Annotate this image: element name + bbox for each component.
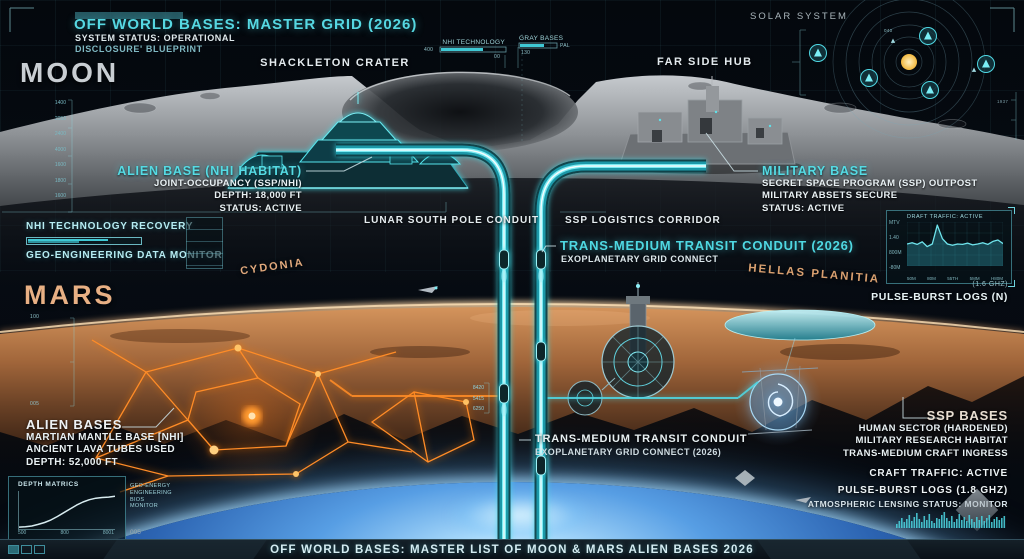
nhi-widget-value1: 400 (424, 47, 434, 53)
solar-tick: 040 (884, 28, 893, 33)
mars-alien-bases-title: ALIEN BASES (26, 417, 123, 432)
pulse-waveform (896, 512, 1006, 528)
system-status: SYSTEM STATUS: OPERATIONAL (75, 33, 236, 43)
transit-pods (499, 249, 546, 476)
nhi-widget-value2: 00 (494, 54, 501, 60)
gray-widget-value1: 130 (521, 50, 531, 56)
draft-traffic-title: DRAFT TRAFFIC: ACTIVE (907, 214, 983, 220)
far-side-hub-label: FAR SIDE HUB (657, 56, 753, 68)
base-marker-icons (809, 27, 995, 99)
depth-matrics-chart (18, 491, 115, 530)
ssp-bases-title: SSP BASES (926, 408, 1008, 423)
footer-deco-2 (21, 545, 32, 554)
title-accent-bar (75, 12, 183, 19)
mars-section-label: MARS (24, 280, 116, 310)
nhi-recovery-label: NHI TECHNOLOGY RECOVERY (26, 221, 194, 232)
footer-bevel-right (757, 540, 921, 559)
gray-bases-widget-label: GRAY BASES (519, 35, 564, 42)
trans-medium-conduit-title: TRANS-MEDIUM TRANSIT CONDUIT (2026) (560, 238, 854, 253)
depth-matrics-legend: GEO-ENERGY ENGINEERING BIOS MONITOR (130, 483, 172, 510)
craft-icons (418, 286, 811, 503)
footer-deco-1 (8, 545, 19, 554)
disclosure-blueprint: DISCLOSURE' BLUEPRINT (75, 44, 203, 54)
moon-section-label: MOON (20, 57, 120, 88)
conduit-earth-glow (448, 490, 592, 540)
nhi-technology-widget-label: NHI TECHNOLOGY (442, 39, 505, 46)
depth-matrics-title: DEPTH MATRICS (18, 481, 79, 488)
alien-base-callout: ALIEN BASE (NHI HABITAT) JOINT-OCCUPANCY… (60, 165, 302, 215)
ssp-sector-structure (734, 337, 822, 446)
pulse-freq-note: (1.6 GHz) (972, 281, 1008, 288)
pulse-burst-logs-label: PULSE-BURST LOGS (N) (871, 291, 1008, 303)
pulse-burst-logs-status: PULSE-BURST LOGS (1.8 GHz) (837, 485, 1008, 496)
mars-alien-bases-callout: ALIEN BASES MARTIAN MANTLE BASE [NHI] AN… (26, 417, 184, 468)
lunar-south-pole-conduit-label: LUNAR SOUTH POLE CONDUIT (364, 215, 540, 226)
mars-transit-sub: EXOPLANETARY GRID CONNECT (2026) (535, 447, 722, 457)
underground-conduits (329, 379, 759, 399)
mars-axis-bottom: 005 (30, 401, 40, 407)
footer-title: OFF WORLD BASES: MASTER LIST OF MOON & M… (270, 543, 754, 556)
nhi-recovery-progress (26, 237, 142, 245)
mars-axis-top: 100 (30, 314, 40, 320)
solar-system-diagram (809, 0, 995, 139)
shackleton-crater-label: SHACKLETON CRATER (260, 57, 410, 69)
draft-traffic-chart (907, 222, 1003, 266)
gray-widget-value2: PAL (560, 43, 570, 49)
callout-connectors (122, 132, 944, 441)
martian-alien-network (91, 339, 475, 493)
measurement-lines (2, 7, 1017, 414)
atmospheric-lensing-status: ATMOSPHERIC LENSING STATUS: MONITOR (807, 499, 1008, 509)
military-base-callout: MILITARY BASE SECRET SPACE PROGRAM (SSP)… (762, 164, 978, 214)
mars-transit-title: TRANS-MEDIUM TRANSIT CONDUIT (535, 433, 748, 445)
trans-medium-conduit-sub: EXOPLANETARY GRID CONNECT (561, 254, 719, 264)
edge-tick: 1937 (997, 99, 1009, 104)
geo-monitor-label: GEO-ENGINEERING DATA MONITOR (26, 250, 223, 261)
depth-matrics-footnote: 005 (130, 529, 141, 536)
hellas-lake (724, 309, 876, 341)
draft-traffic-panel: DRAFT TRAFFIC: ACTIVE MTV 1.40 800M -80M… (886, 207, 1015, 287)
ssp-bases-callout: SSP BASES HUMAN SECTOR (HARDENED) MILITA… (790, 408, 1008, 460)
sun-icon (901, 54, 917, 70)
transit-conduit-pipes (336, 143, 706, 542)
data-readout-panel (186, 217, 223, 269)
moon-depth-axis: 1400 2050 2400 4000 1600 1800 1600 (54, 100, 66, 199)
page-title: OFF WORLD BASES: MASTER GRID (2026) (74, 16, 418, 33)
mars-transit-callout: TRANS-MEDIUM TRANSIT CONDUIT EXOPLANETAR… (535, 433, 747, 457)
military-base-title: MILITARY BASE (762, 164, 869, 178)
footer-bar: OFF WORLD BASES: MASTER LIST OF MOON & M… (0, 539, 1024, 559)
footer-bevel-left (103, 540, 267, 559)
conduit-depth-marks: 8420 5415 6250 (472, 385, 484, 412)
moon-underground (0, 176, 1024, 296)
alien-base-title: ALIEN BASE (NHI HABITAT) (117, 164, 302, 178)
footer-deco-3 (34, 545, 45, 554)
solar-system-label: SOLAR SYSTEM (750, 11, 848, 22)
ssp-logistics-corridor-label: SSP LOGISTICS CORRIDOR (565, 215, 721, 226)
craft-traffic-status: CRAFT TRAFFIC: ACTIVE (869, 468, 1008, 479)
